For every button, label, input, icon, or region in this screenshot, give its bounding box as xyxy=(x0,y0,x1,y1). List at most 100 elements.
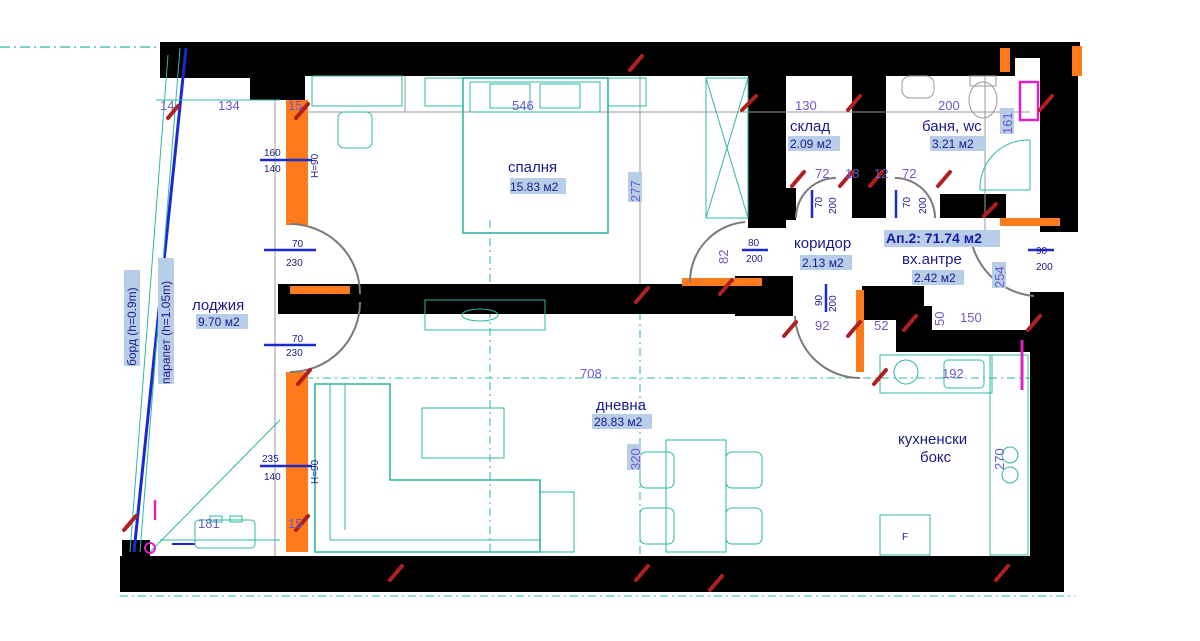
dim-130: 130 xyxy=(795,98,817,113)
loggia-door-upper xyxy=(289,223,361,295)
door-80: 80 xyxy=(748,238,760,249)
dim-52: 52 xyxy=(874,318,888,333)
loggia-door-lower xyxy=(289,301,361,373)
opening-230a: 230 xyxy=(286,258,303,269)
room-bedroom-area: 15.83 м2 xyxy=(510,180,559,194)
dim-277: 277 xyxy=(628,180,643,202)
kitchen-counter xyxy=(879,354,993,394)
dim-254: 254 xyxy=(992,266,1007,288)
bedroom-furniture xyxy=(311,75,749,331)
room-storage-area: 2.09 м2 xyxy=(790,137,832,151)
room-bathroom-area: 3.21 м2 xyxy=(932,137,974,151)
dining-table xyxy=(665,439,727,553)
dim-82: 82 xyxy=(716,250,731,264)
dim-50: 50 xyxy=(932,312,947,326)
wall-right-upper xyxy=(1040,42,1078,232)
insulation-loggia-door xyxy=(290,286,350,294)
corridor-door xyxy=(794,315,861,380)
wall-top-left-col xyxy=(250,42,305,100)
insulation-right-top xyxy=(1000,48,1010,72)
wardrobe xyxy=(705,77,749,219)
wall-bedroom-living xyxy=(278,284,768,314)
parapet-board-label: борд (h=0.9m) xyxy=(125,287,139,366)
apartment-label: Ап.2: 71.74 м2 xyxy=(886,230,982,246)
desk xyxy=(311,75,403,107)
storage-door xyxy=(795,177,837,219)
room-kitchen-line1: кухненски xyxy=(898,431,967,448)
door-90-b-bot: 200 xyxy=(1036,262,1053,273)
door-90-a-top: 90 xyxy=(814,294,825,306)
opening-140a: 140 xyxy=(264,164,281,175)
opening-230b: 230 xyxy=(286,348,303,359)
grid-lines xyxy=(274,76,1030,556)
opening-70a: 70 xyxy=(292,239,304,250)
room-corridor-area: 2.13 м2 xyxy=(802,256,844,270)
kitchen-fixtures xyxy=(879,340,1029,556)
dim-134: 134 xyxy=(218,98,240,113)
dining-chair-2 xyxy=(725,451,763,489)
room-loggia-name: лоджия xyxy=(192,297,244,314)
dim-92: 92 xyxy=(815,318,829,333)
door-90-b-top: 90 xyxy=(1036,246,1048,257)
toilet xyxy=(968,81,998,119)
dim-150: 150 xyxy=(960,310,982,325)
loggia-table xyxy=(194,519,256,549)
door-70-b-bot: 200 xyxy=(918,197,929,214)
dining-chair-1 xyxy=(639,451,675,489)
dim-15b: 15 xyxy=(288,516,302,531)
room-living-area: 28.83 м2 xyxy=(594,415,643,429)
walls xyxy=(120,42,1080,592)
room-storage-name: склад xyxy=(790,118,830,135)
chair xyxy=(337,111,373,149)
living-furniture xyxy=(314,383,763,553)
dim-270: 270 xyxy=(992,448,1007,470)
insulation-entrance xyxy=(856,290,864,372)
shower xyxy=(979,139,1031,191)
door-70-a-top: 70 xyxy=(814,196,825,208)
bathroom-fixtures xyxy=(901,75,1040,191)
dining-chair-3 xyxy=(639,507,675,545)
room-loggia-area: 9.70 м2 xyxy=(198,315,240,329)
sofa xyxy=(314,383,541,553)
door-70-a-bot: 200 xyxy=(828,197,839,214)
room-entrance-name: вх.антре xyxy=(902,251,962,268)
sink xyxy=(901,75,935,99)
wall-kitchen-top-2 xyxy=(896,330,1030,352)
dim-181: 181 xyxy=(198,516,220,531)
bedroom-door xyxy=(688,221,746,283)
parapet-height-label: парапет (h=1.05m) xyxy=(159,281,173,384)
dim-15a: 15 xyxy=(288,98,302,113)
room-kitchen-line2: бокс xyxy=(920,449,952,466)
dim-546: 546 xyxy=(512,98,534,113)
opening-h90b: Н=90 xyxy=(310,459,321,484)
opening-160: 160 xyxy=(264,148,281,159)
room-corridor-name: коридор xyxy=(794,235,851,252)
door-70-b-top: 70 xyxy=(902,196,913,208)
wall-top-inner xyxy=(298,58,768,76)
dim-14: 14 xyxy=(160,98,174,113)
kitchen-f-mark: F xyxy=(902,532,908,543)
room-entrance-area: 2.42 м2 xyxy=(914,271,956,285)
coffee-table xyxy=(421,407,505,459)
opening-70b: 70 xyxy=(292,334,304,345)
dim-708: 708 xyxy=(580,366,602,381)
insulation-living-window xyxy=(286,372,308,552)
wall-storage-bath xyxy=(852,58,886,218)
door-80-200: 200 xyxy=(746,254,763,265)
insulation-corridor xyxy=(682,278,762,286)
door-90-a-bot: 200 xyxy=(828,295,839,312)
dim-320: 320 xyxy=(628,448,643,470)
bath-door xyxy=(894,177,936,219)
bed xyxy=(462,77,609,234)
label-highlights xyxy=(124,108,1014,470)
dimension-ticks xyxy=(122,54,1054,592)
opening-markers xyxy=(260,158,1054,468)
insulation-bedroom-window xyxy=(286,100,308,225)
labels: Ап.2: 71.74 м2 спалня 15.83 м2 склад 2.0… xyxy=(125,98,1053,543)
opening-235: 235 xyxy=(262,454,279,465)
dining-chair-4 xyxy=(725,507,763,545)
insulation xyxy=(286,46,1082,552)
room-bathroom-name: баня, wc xyxy=(922,118,982,135)
insulation-right-upper xyxy=(1072,46,1082,76)
